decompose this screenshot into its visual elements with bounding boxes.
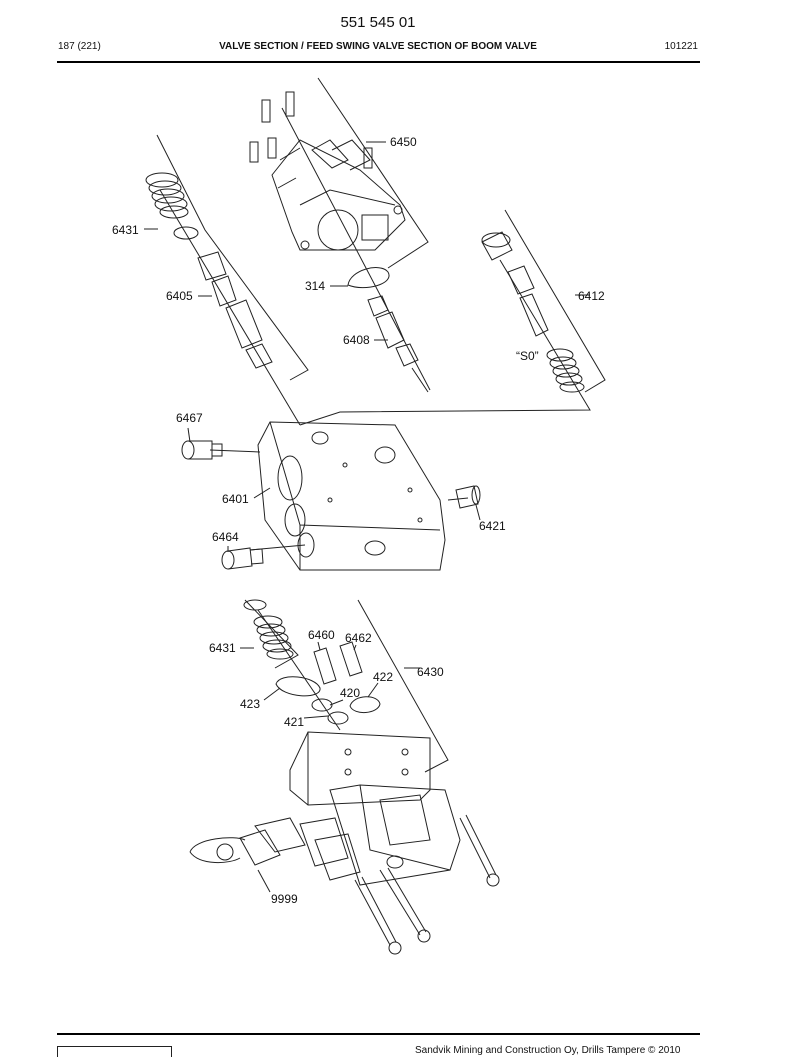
callout-6431-bottom: 6431 <box>209 641 236 655</box>
plug-6421 <box>455 485 481 509</box>
long-bolts <box>354 814 500 955</box>
group-bracket-6431-top <box>156 134 309 381</box>
spool-6408 <box>367 295 429 393</box>
spool-6412 <box>481 231 549 337</box>
callout-6430: 6430 <box>417 665 444 679</box>
spool-6405 <box>197 251 273 369</box>
callout-6431-top: 6431 <box>112 223 139 237</box>
connector-9999 <box>189 817 361 881</box>
group-bracket-6431-bottom <box>244 599 299 669</box>
axis-line-top <box>281 107 431 391</box>
header-rule <box>57 61 700 63</box>
seal-420 <box>311 698 333 712</box>
callout-6408: 6408 <box>343 333 370 347</box>
company-logo <box>57 1046 172 1057</box>
callout-314: 314 <box>305 279 325 293</box>
pin-6460 <box>313 647 337 685</box>
washer-6431-top <box>173 226 199 240</box>
callout-6401: 6401 <box>222 492 249 506</box>
section-title: VALVE SECTION / FEED SWING VALVE SECTION… <box>219 41 537 52</box>
spring-6431-bottom <box>243 599 294 660</box>
footer-rule <box>57 1033 700 1035</box>
seal-422 <box>349 696 381 713</box>
callout-420: 420 <box>340 686 360 700</box>
callout-6412: 6412 <box>578 289 605 303</box>
callout-6405: 6405 <box>166 289 193 303</box>
group-bracket-6430 <box>357 599 449 773</box>
group-bracket-6412 <box>504 209 606 393</box>
leader-lines <box>144 141 590 893</box>
callout-6462: 6462 <box>345 631 372 645</box>
callout-422: 422 <box>373 670 393 684</box>
valve-body-6401 <box>257 421 446 571</box>
callout-S0: “S0” <box>516 349 539 363</box>
footer-company-text: Sandvik Mining and Construction Oy, Dril… <box>415 1045 681 1056</box>
callout-6464: 6464 <box>212 530 239 544</box>
actuator-6450 <box>271 139 406 251</box>
callout-6450: 6450 <box>390 135 417 149</box>
page-reference: 187 (221) <box>58 41 101 52</box>
group-bracket-6450 <box>317 77 429 269</box>
axis-line-6467 <box>209 449 261 453</box>
callout-423: 423 <box>240 697 260 711</box>
screws-6450 <box>249 91 373 169</box>
callout-6467: 6467 <box>176 411 203 425</box>
seal-423 <box>275 676 321 697</box>
axis-line-right-stack <box>299 259 591 426</box>
pin-6462 <box>339 641 363 677</box>
seal-421 <box>327 711 349 725</box>
callout-6421: 6421 <box>479 519 506 533</box>
callout-6460: 6460 <box>308 628 335 642</box>
seal-314 <box>347 267 390 289</box>
axis-line-left-stack <box>159 189 301 426</box>
callout-9999: 9999 <box>271 892 298 906</box>
solenoid-block-6430 <box>289 731 461 886</box>
document-number: 551 545 01 <box>340 14 416 31</box>
plug-6467 <box>181 440 223 460</box>
callout-421: 421 <box>284 715 304 729</box>
spring-S0 <box>546 348 585 393</box>
date-code: 101221 <box>664 41 698 52</box>
spring-6431-top <box>145 172 189 219</box>
